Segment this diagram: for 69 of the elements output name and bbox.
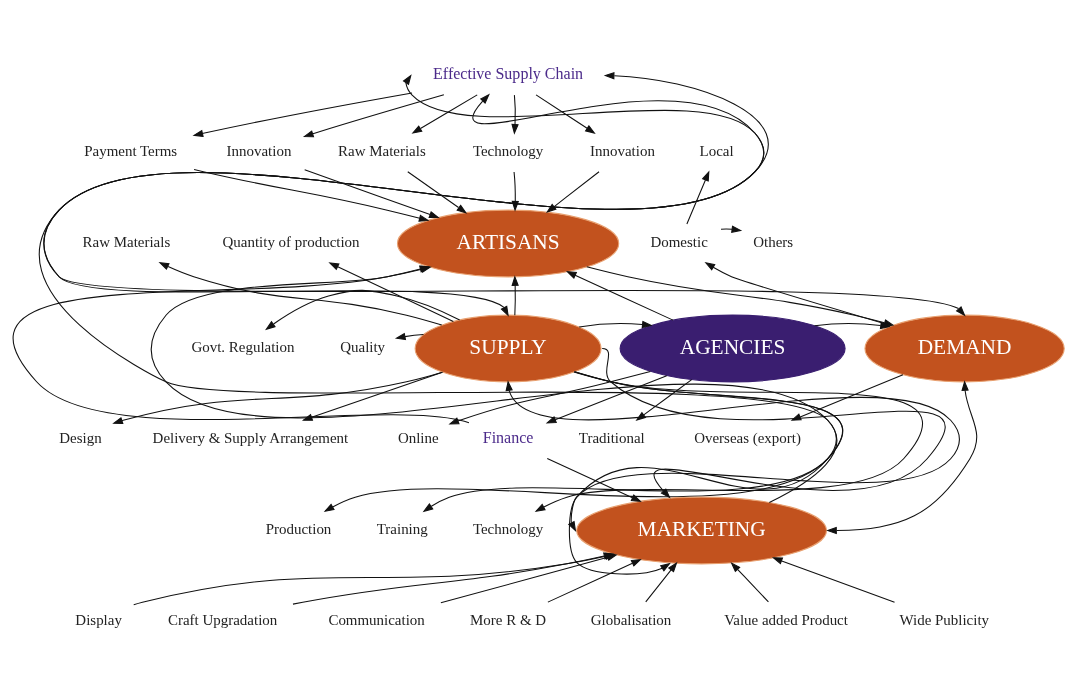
node-text: Technology [472, 143, 544, 160]
arrow [422, 371, 843, 513]
node-text: Communication [328, 612, 425, 629]
arrow [302, 94, 445, 138]
arrow [192, 92, 413, 137]
node-text: Quality [340, 339, 386, 356]
arrow [546, 458, 642, 502]
node-text: Design [59, 430, 102, 447]
arrow [601, 347, 945, 499]
node-ellipse: AGENCIES [619, 314, 846, 383]
node-text: Overseas (export) [694, 430, 801, 447]
node-text: Effective Supply Chain [433, 65, 584, 83]
node-text: Others [753, 234, 794, 251]
arrow [407, 171, 468, 214]
arrow [43, 74, 765, 317]
arrow [720, 225, 743, 233]
node-text: Quantity of production [222, 234, 360, 251]
arrow [686, 170, 710, 225]
node-text: Delivery & Supply Arrangement [152, 430, 349, 447]
node-text: Online [397, 430, 439, 447]
arrow [511, 275, 519, 316]
arrow [505, 380, 960, 575]
arrow [411, 94, 478, 134]
arrow [826, 380, 978, 535]
arrow [635, 379, 693, 421]
arrow [265, 289, 461, 331]
node-text: Display [75, 612, 122, 629]
node-text: More R & D [470, 612, 547, 629]
node-text: Training [376, 521, 428, 538]
arrow [511, 171, 520, 212]
node-text: Craft Upgradation [168, 612, 278, 629]
arrow [43, 71, 966, 317]
node-text: Innovation [226, 143, 292, 160]
arrow [534, 371, 923, 512]
arrow [790, 374, 904, 421]
node-text: Value added Product [724, 612, 848, 629]
node-text: Traditional [578, 430, 645, 447]
node-text: Wide Publicity [899, 612, 990, 629]
node-text: Technology [472, 521, 544, 538]
arrow [771, 557, 896, 603]
arrow [193, 169, 430, 222]
arrow [511, 94, 519, 135]
arrow [304, 169, 440, 219]
arrow [545, 171, 600, 213]
arrow [112, 371, 443, 425]
arrow [565, 271, 674, 321]
node-text: Raw Materials [338, 143, 426, 160]
arrow [578, 320, 653, 329]
arrow [814, 321, 891, 330]
arrow [730, 561, 769, 603]
arrow [448, 370, 651, 425]
node-text: Production [265, 521, 332, 538]
arrow [394, 332, 425, 341]
arrow [535, 94, 596, 134]
node-ellipse: SUPPLY [414, 314, 602, 383]
arrow [545, 375, 668, 424]
node-text: Finance [482, 429, 534, 447]
arrow [547, 559, 642, 603]
node-ellipse: DEMAND [864, 314, 1065, 383]
node-text: Globalisation [590, 612, 672, 629]
node-text: Raw Materials [82, 234, 171, 251]
arrow [38, 93, 837, 532]
node-text: Local [699, 143, 734, 160]
node-text: Innovation [590, 143, 655, 160]
node-text: Payment Terms [84, 143, 178, 160]
arrow [645, 561, 678, 603]
arrow [323, 371, 844, 512]
node-text: Domestic [650, 234, 708, 251]
node-text: Govt. Regulation [191, 339, 295, 356]
